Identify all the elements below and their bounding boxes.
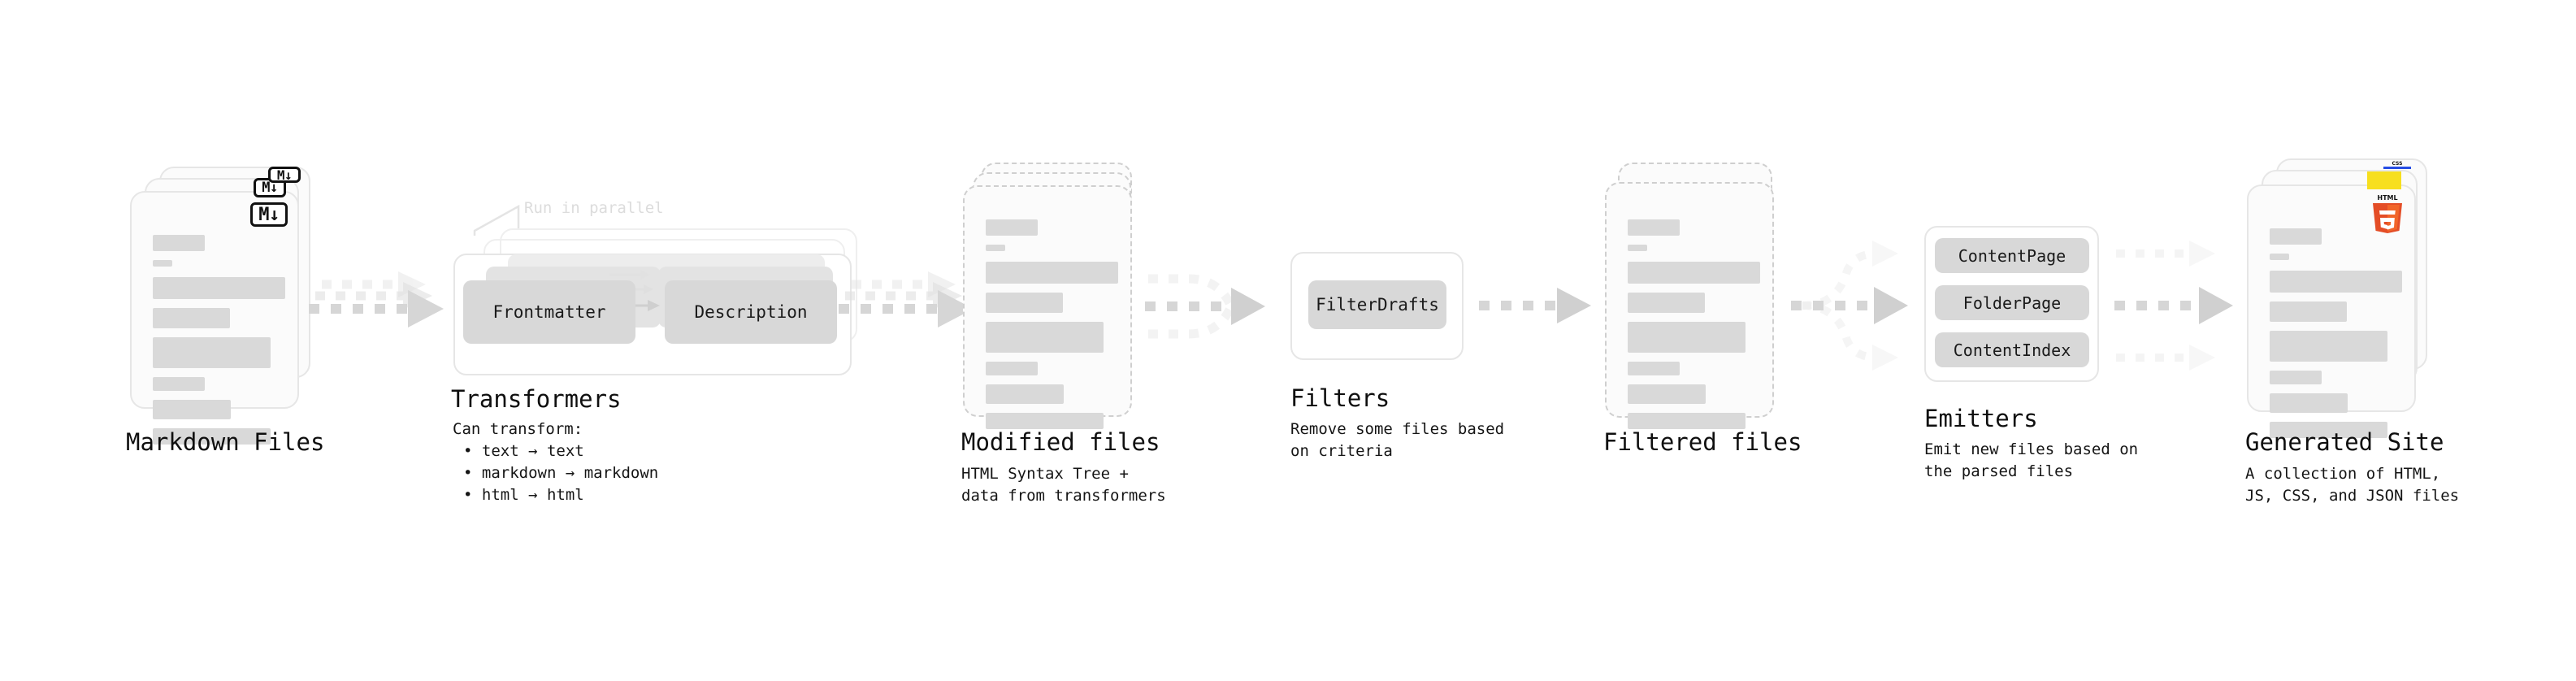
bar [153,260,172,267]
bar [1628,322,1746,353]
stage-title-generated-site: Generated Site [2245,428,2444,456]
bar [153,428,271,445]
bar [2270,301,2347,322]
bar [153,308,230,328]
bar [2270,228,2322,245]
transformers-lead: Can transform: [453,420,583,438]
bar [986,384,1064,404]
placeholder-bars [1628,219,1760,438]
svg-text:HTML: HTML [2377,194,2397,202]
markdown-icon-back-2: M↓ [268,167,301,183]
stage-title-modified-files: Modified files [961,428,1160,456]
bar [986,219,1038,236]
bullet-item: • markdown → markdown [463,464,659,482]
markdown-icon: M↓ [250,202,288,227]
stage-title-filters: Filters [1290,384,1390,412]
bar [2270,393,2348,413]
file-card-front: M↓ [130,191,299,445]
modified-files-stack [963,163,1150,431]
stage-title-markdown-files: Markdown Files [126,428,325,456]
run-in-parallel-leader [471,195,569,244]
css3-icon: CSS [2382,159,2413,171]
arrow-filtered-to-emitters [1788,234,1930,376]
bar [1628,262,1760,284]
emitters-subtitle: Emit new files based on the parsed files [1924,440,2139,480]
bar [986,245,1005,251]
file-card-front-html: HTML [2247,184,2416,438]
bar [986,322,1104,353]
svg-text:CSS: CSS [2392,161,2403,167]
emitter-pill-contentpage[interactable]: ContentPage [1935,238,2089,273]
bullet-item: • html → html [463,486,584,504]
transformers-bullets: • text → text • markdown → markdown • ht… [463,440,658,506]
bar [986,262,1118,284]
bar [2270,271,2402,293]
bar [153,277,285,299]
emitter-pill-folderpage[interactable]: FolderPage [1935,285,2089,320]
transformer-pill-description[interactable]: Description [665,280,837,344]
bar [2270,254,2289,260]
html5-icon: HTML [2369,193,2406,233]
stage-title-transformers: Transformers [451,385,622,413]
file-card-front [1605,182,1774,429]
modified-files-subtitle: HTML Syntax Tree + data from transformer… [961,465,1166,505]
placeholder-bars [2270,228,2402,447]
arrow-filters-to-filtered [1477,286,1611,335]
filtered-files-stack [1605,163,1792,431]
filter-pill-filterdrafts[interactable]: FilterDrafts [1308,280,1446,329]
bar [153,235,205,251]
markdown-files-stack: M↓ M↓ M↓ [130,167,317,445]
bar [986,413,1104,429]
bar [2270,331,2387,362]
bullet-item: • text → text [463,442,584,460]
bar [2270,371,2322,384]
file-card-front [963,185,1132,429]
js-icon [2367,171,2401,189]
bar [153,337,271,368]
generated-site-stack: HTML CSS [2247,158,2442,438]
generated-site-subtitle: A collection of HTML, JS, CSS, and JSON … [2245,465,2460,505]
bar [2270,422,2387,438]
filters-subtitle: Remove some files based on criteria [1290,420,1505,460]
bar [1628,413,1746,429]
arrow-md-to-transformers [307,268,458,349]
emitter-pill-contentindex[interactable]: ContentIndex [1935,332,2089,367]
bar [986,362,1038,375]
bar [1628,245,1647,251]
bar [1628,362,1680,375]
bar [986,293,1063,313]
stage-title-filtered-files: Filtered files [1603,428,1802,456]
bar [1628,293,1705,313]
bar [1628,219,1680,236]
arrow-modified-to-filters [1142,256,1284,362]
transformer-pill-frontmatter[interactable]: Frontmatter [463,280,635,344]
bar [1628,384,1706,404]
arrow-emitters-to-site [2111,234,2262,376]
placeholder-bars [153,235,285,453]
run-in-parallel-note: Run in parallel [524,199,664,217]
bar [153,400,231,419]
stage-title-emitters: Emitters [1924,405,2038,432]
arrow-transformers-to-modified [837,268,991,349]
bar [153,377,205,391]
placeholder-bars [986,219,1118,438]
